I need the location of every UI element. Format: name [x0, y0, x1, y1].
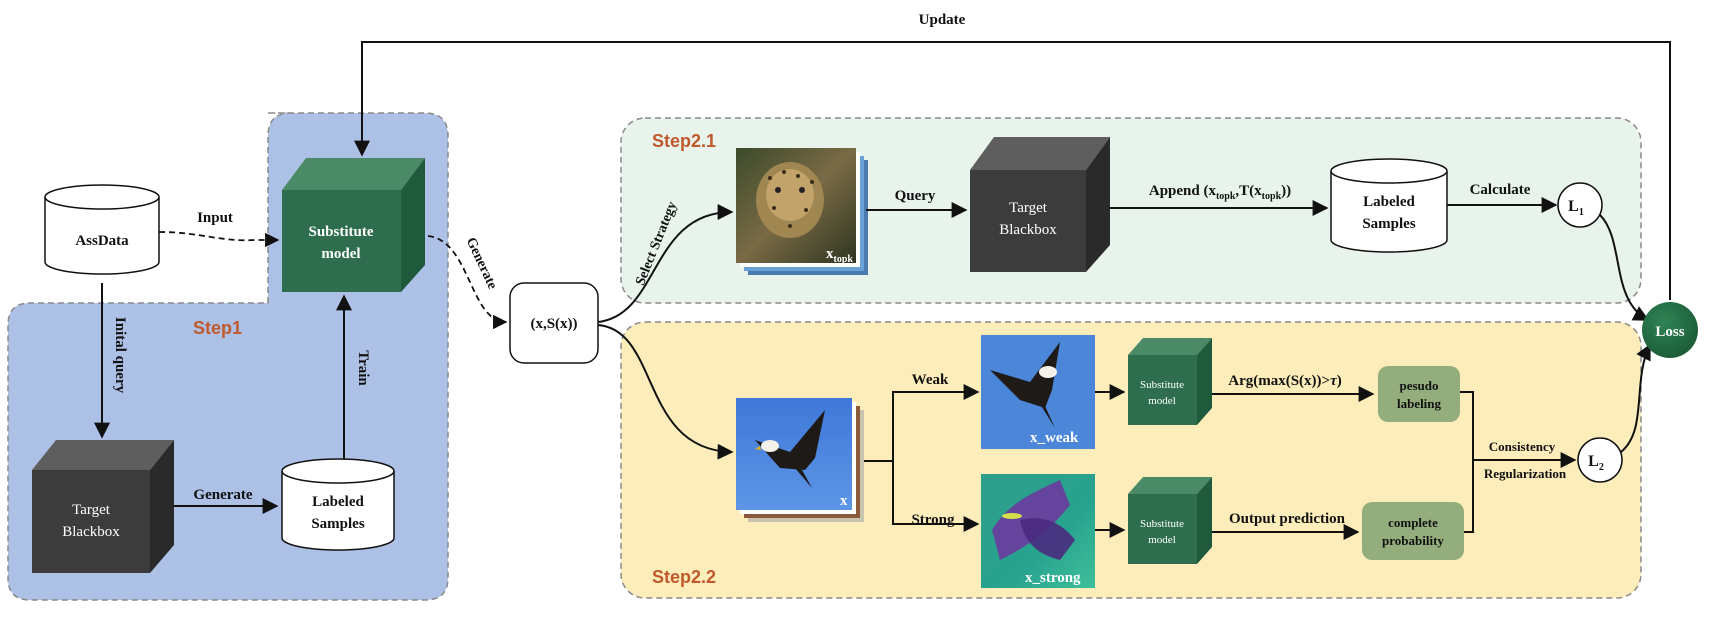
- assdata-database: AssData: [44, 184, 160, 275]
- weak-eagle-image: x_weak: [981, 335, 1095, 449]
- consistency-label: Consistency: [1489, 439, 1556, 454]
- substitute-model-cube-strong: Substitute model: [1128, 477, 1212, 564]
- pseudo-labeling-line2: labeling: [1397, 396, 1442, 411]
- train-label: Train: [355, 350, 371, 386]
- eagle-caption: x: [840, 493, 848, 509]
- initial-query-label: Inital query: [112, 317, 128, 394]
- substitute-model-label-line2: model: [321, 246, 360, 262]
- output-prediction-label: Output prediction: [1229, 511, 1346, 527]
- loss-label: Loss: [1655, 324, 1684, 340]
- l1-to-loss-arrow: [1599, 214, 1650, 321]
- pair-label: (x,S(x)): [530, 316, 577, 332]
- target-blackbox-label-line2: Blackbox: [62, 524, 120, 540]
- labeled-samples-database-step1: Labeled Samples: [281, 458, 395, 551]
- weak-caption: x_weak: [1030, 430, 1079, 446]
- pseudo-labeling-box: pesudo labeling: [1378, 366, 1460, 422]
- select-strategy-arrow: [597, 204, 734, 323]
- labeled-samples-database-step21: Labeled Samples: [1330, 158, 1448, 253]
- target-blackbox-label-line1: Target: [72, 502, 111, 518]
- substitute-model-cube: Substitute model: [282, 158, 425, 292]
- complete-probability-line2: probability: [1382, 533, 1444, 548]
- input-label: Input: [197, 210, 233, 226]
- substitute-model-cube-weak: Substitute model: [1128, 338, 1212, 425]
- generate-label-step1: Generate: [193, 487, 252, 503]
- l2-label: L2: [1588, 453, 1604, 473]
- step2-2-title: Step2.2: [652, 567, 716, 587]
- strong-eagle-image: x_strong: [981, 474, 1095, 588]
- substitute-weak-line1: Substitute: [1140, 379, 1184, 391]
- eagle-image-stack: x: [736, 398, 864, 522]
- strong-label: Strong: [911, 512, 955, 528]
- l1-label: L1: [1568, 198, 1584, 218]
- pseudo-labeling-line1: pesudo: [1399, 378, 1438, 393]
- labeled-samples-label-line1: Labeled: [312, 494, 364, 510]
- labeled-samples-label-line2: Samples: [311, 516, 365, 532]
- pair-node: (x,S(x)): [509, 282, 599, 364]
- substitute-strong-line1: Substitute: [1140, 518, 1184, 530]
- step2-1-title: Step2.1: [652, 131, 716, 151]
- append-label: Append (xtopk,T(xtopk)): [1149, 183, 1291, 202]
- strong-caption: x_strong: [1025, 570, 1081, 586]
- step1-title: Step1: [193, 318, 242, 338]
- input-arrow: [158, 231, 280, 248]
- target-blackbox-cube-step21: Target Blackbox: [970, 137, 1110, 272]
- complete-probability-line1: complete: [1388, 515, 1438, 530]
- substitute-model-label-line1: Substitute: [308, 224, 373, 240]
- regularization-label: Regularization: [1484, 466, 1567, 481]
- substitute-weak-line2: model: [1148, 395, 1176, 407]
- weak-label: Weak: [912, 372, 949, 388]
- leopard-caption: xtopk: [826, 246, 853, 265]
- update-label: Update: [919, 12, 966, 28]
- target-blackbox-step21-line1: Target: [1009, 200, 1048, 216]
- labeled-samples-step21-line1: Labeled: [1363, 194, 1415, 210]
- calculate-label: Calculate: [1470, 182, 1531, 198]
- pair-to-eagle-arrow: [597, 324, 734, 460]
- labeled-samples-step21-line2: Samples: [1362, 216, 1416, 232]
- target-blackbox-step21-line2: Blackbox: [999, 222, 1057, 238]
- target-blackbox-cube: Target Blackbox: [32, 440, 174, 573]
- update-arrow: [354, 41, 1671, 300]
- l2-to-loss-arrow: [1620, 343, 1651, 453]
- loss-node: Loss: [1642, 302, 1698, 358]
- assdata-label: AssData: [75, 233, 129, 249]
- arg-max-label: Arg(max(S(x))>τ): [1228, 373, 1342, 389]
- l1-node: L1: [1557, 182, 1603, 228]
- generate-label-middle: Generate: [463, 235, 500, 291]
- query-label: Query: [895, 188, 936, 204]
- l2-node: L2: [1577, 437, 1623, 483]
- complete-probability-box: complete probability: [1362, 502, 1464, 560]
- consistency-bracket: [1460, 391, 1474, 533]
- generate-arrow-middle: [427, 235, 508, 330]
- leopard-image-stack: xtopk: [736, 148, 868, 275]
- substitute-strong-line2: model: [1148, 534, 1176, 546]
